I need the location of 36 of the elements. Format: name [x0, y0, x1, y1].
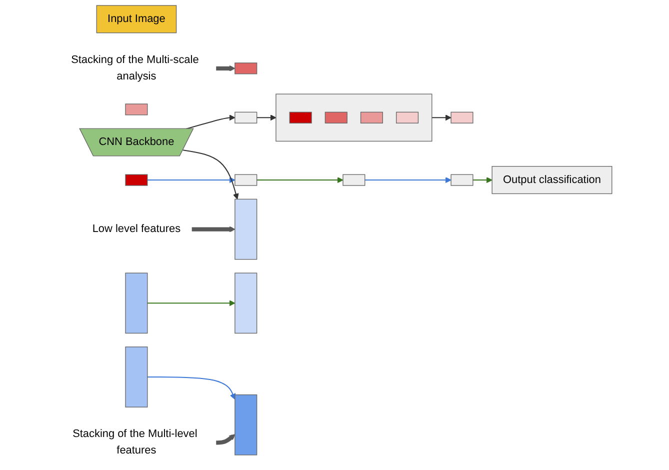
node-box	[125, 174, 148, 186]
node-bar	[234, 198, 258, 260]
arrow	[472, 177, 492, 184]
cluster	[276, 94, 432, 142]
arrow	[182, 150, 239, 200]
node-bar	[234, 272, 258, 334]
node-box	[234, 112, 258, 124]
node-box	[450, 174, 474, 186]
node-box	[234, 174, 258, 186]
node-text: Stacking of the Multi-level features	[72, 428, 198, 456]
node-box: Input Image	[96, 5, 177, 34]
arrow	[256, 114, 276, 121]
arrow	[186, 114, 236, 130]
node-text: Low level features	[92, 223, 181, 235]
node-box	[396, 112, 419, 124]
node-box: Output classification	[492, 166, 612, 194]
arrow	[147, 177, 236, 184]
node-bar	[234, 394, 258, 456]
arrow	[147, 300, 236, 306]
arrow	[215, 65, 236, 72]
arrow	[364, 177, 452, 184]
node-box	[289, 112, 312, 124]
arrow	[215, 434, 236, 445]
node-box	[450, 112, 474, 124]
arrow	[256, 177, 344, 184]
node-box	[234, 62, 258, 74]
arrow	[192, 226, 236, 232]
node-bar	[125, 272, 148, 334]
node-bar	[125, 346, 148, 408]
node-box	[324, 112, 348, 124]
node-box	[125, 104, 148, 116]
node-box	[342, 174, 366, 186]
node-box	[360, 112, 383, 124]
arrow	[147, 376, 236, 400]
node-text: Stacking of the Multi-scale analysis	[71, 54, 199, 82]
arrow	[432, 114, 452, 121]
